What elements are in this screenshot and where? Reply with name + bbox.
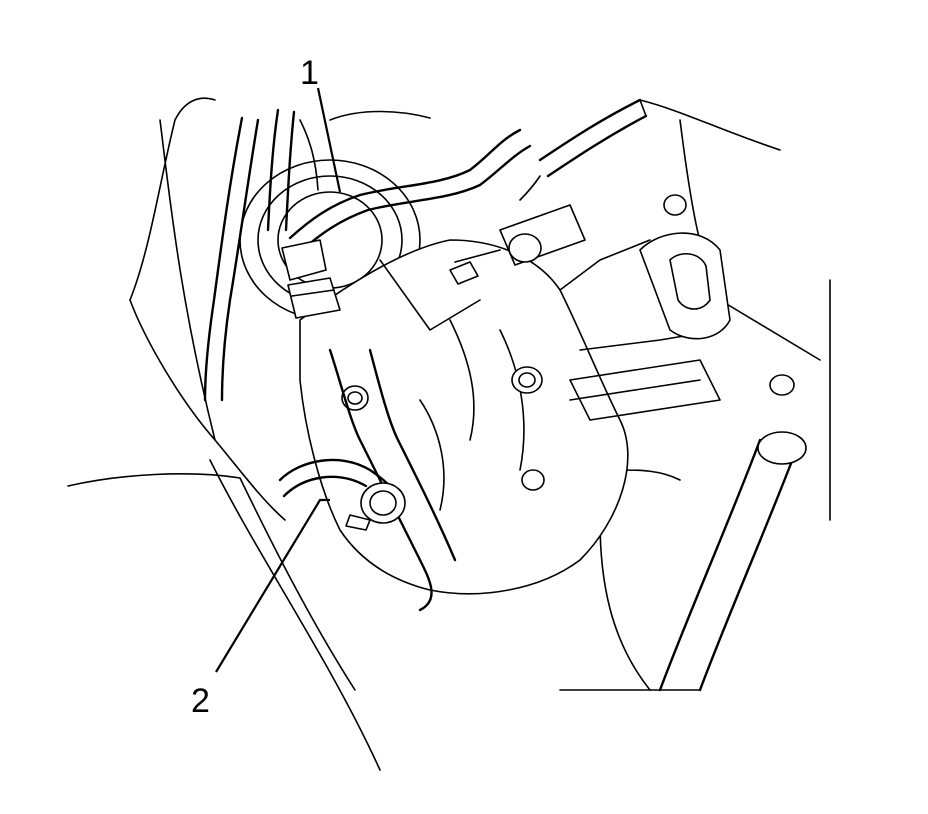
leader-line-2 — [215, 498, 330, 673]
pressure-hose — [281, 128, 532, 319]
bolt-2 — [341, 385, 369, 411]
mounting-bracket — [569, 232, 795, 421]
bolt-1 — [511, 366, 543, 394]
bolt-4 — [663, 194, 687, 216]
vertical-rod — [658, 431, 807, 692]
leader-line-1 — [316, 87, 342, 193]
return-hose — [278, 348, 457, 612]
bolt-3 — [521, 469, 545, 491]
engine-bay-outline — [67, 97, 831, 771]
electrical-connector — [449, 204, 586, 285]
callout-1-label: 1 — [300, 54, 319, 92]
hose-clamp — [360, 482, 406, 524]
bolts — [341, 194, 687, 491]
hose-fitting — [281, 239, 327, 281]
callout-leaders — [215, 87, 342, 673]
wiring-loom-left — [203, 108, 319, 402]
callout-2-label: 2 — [191, 682, 210, 720]
wiring-loom-right — [519, 98, 648, 201]
